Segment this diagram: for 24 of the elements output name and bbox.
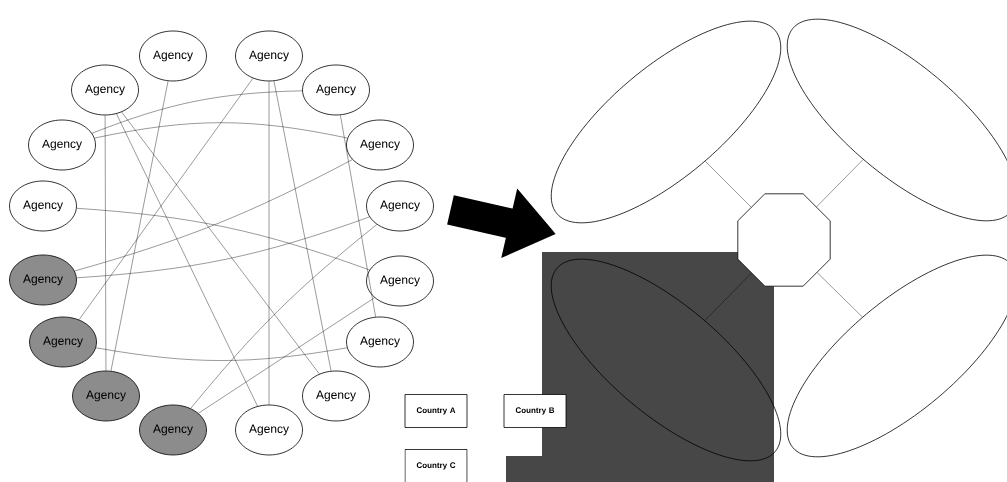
connector-line [704,273,752,321]
connector-line [76,208,370,271]
connector-line [104,115,107,371]
connector-line [273,80,332,372]
country-box: Country B [503,394,567,428]
connector-line [95,347,348,361]
connector-line [340,115,376,317]
country-box: Country A [404,394,468,428]
connector-line [91,90,303,134]
connector-line [121,111,320,375]
connector-line [268,81,270,405]
connector-line [190,224,377,409]
connector-line [94,122,348,139]
connector-line [74,159,353,272]
country-box: Country C [404,449,468,482]
connector-line [816,159,864,207]
connector-line [198,297,375,414]
connector-line [705,161,752,208]
octagon-shape [737,193,831,287]
connector-line [76,216,370,278]
connector-line [116,113,258,407]
connector-line [110,80,169,372]
connector-line [817,272,863,318]
connector-line [78,78,254,320]
